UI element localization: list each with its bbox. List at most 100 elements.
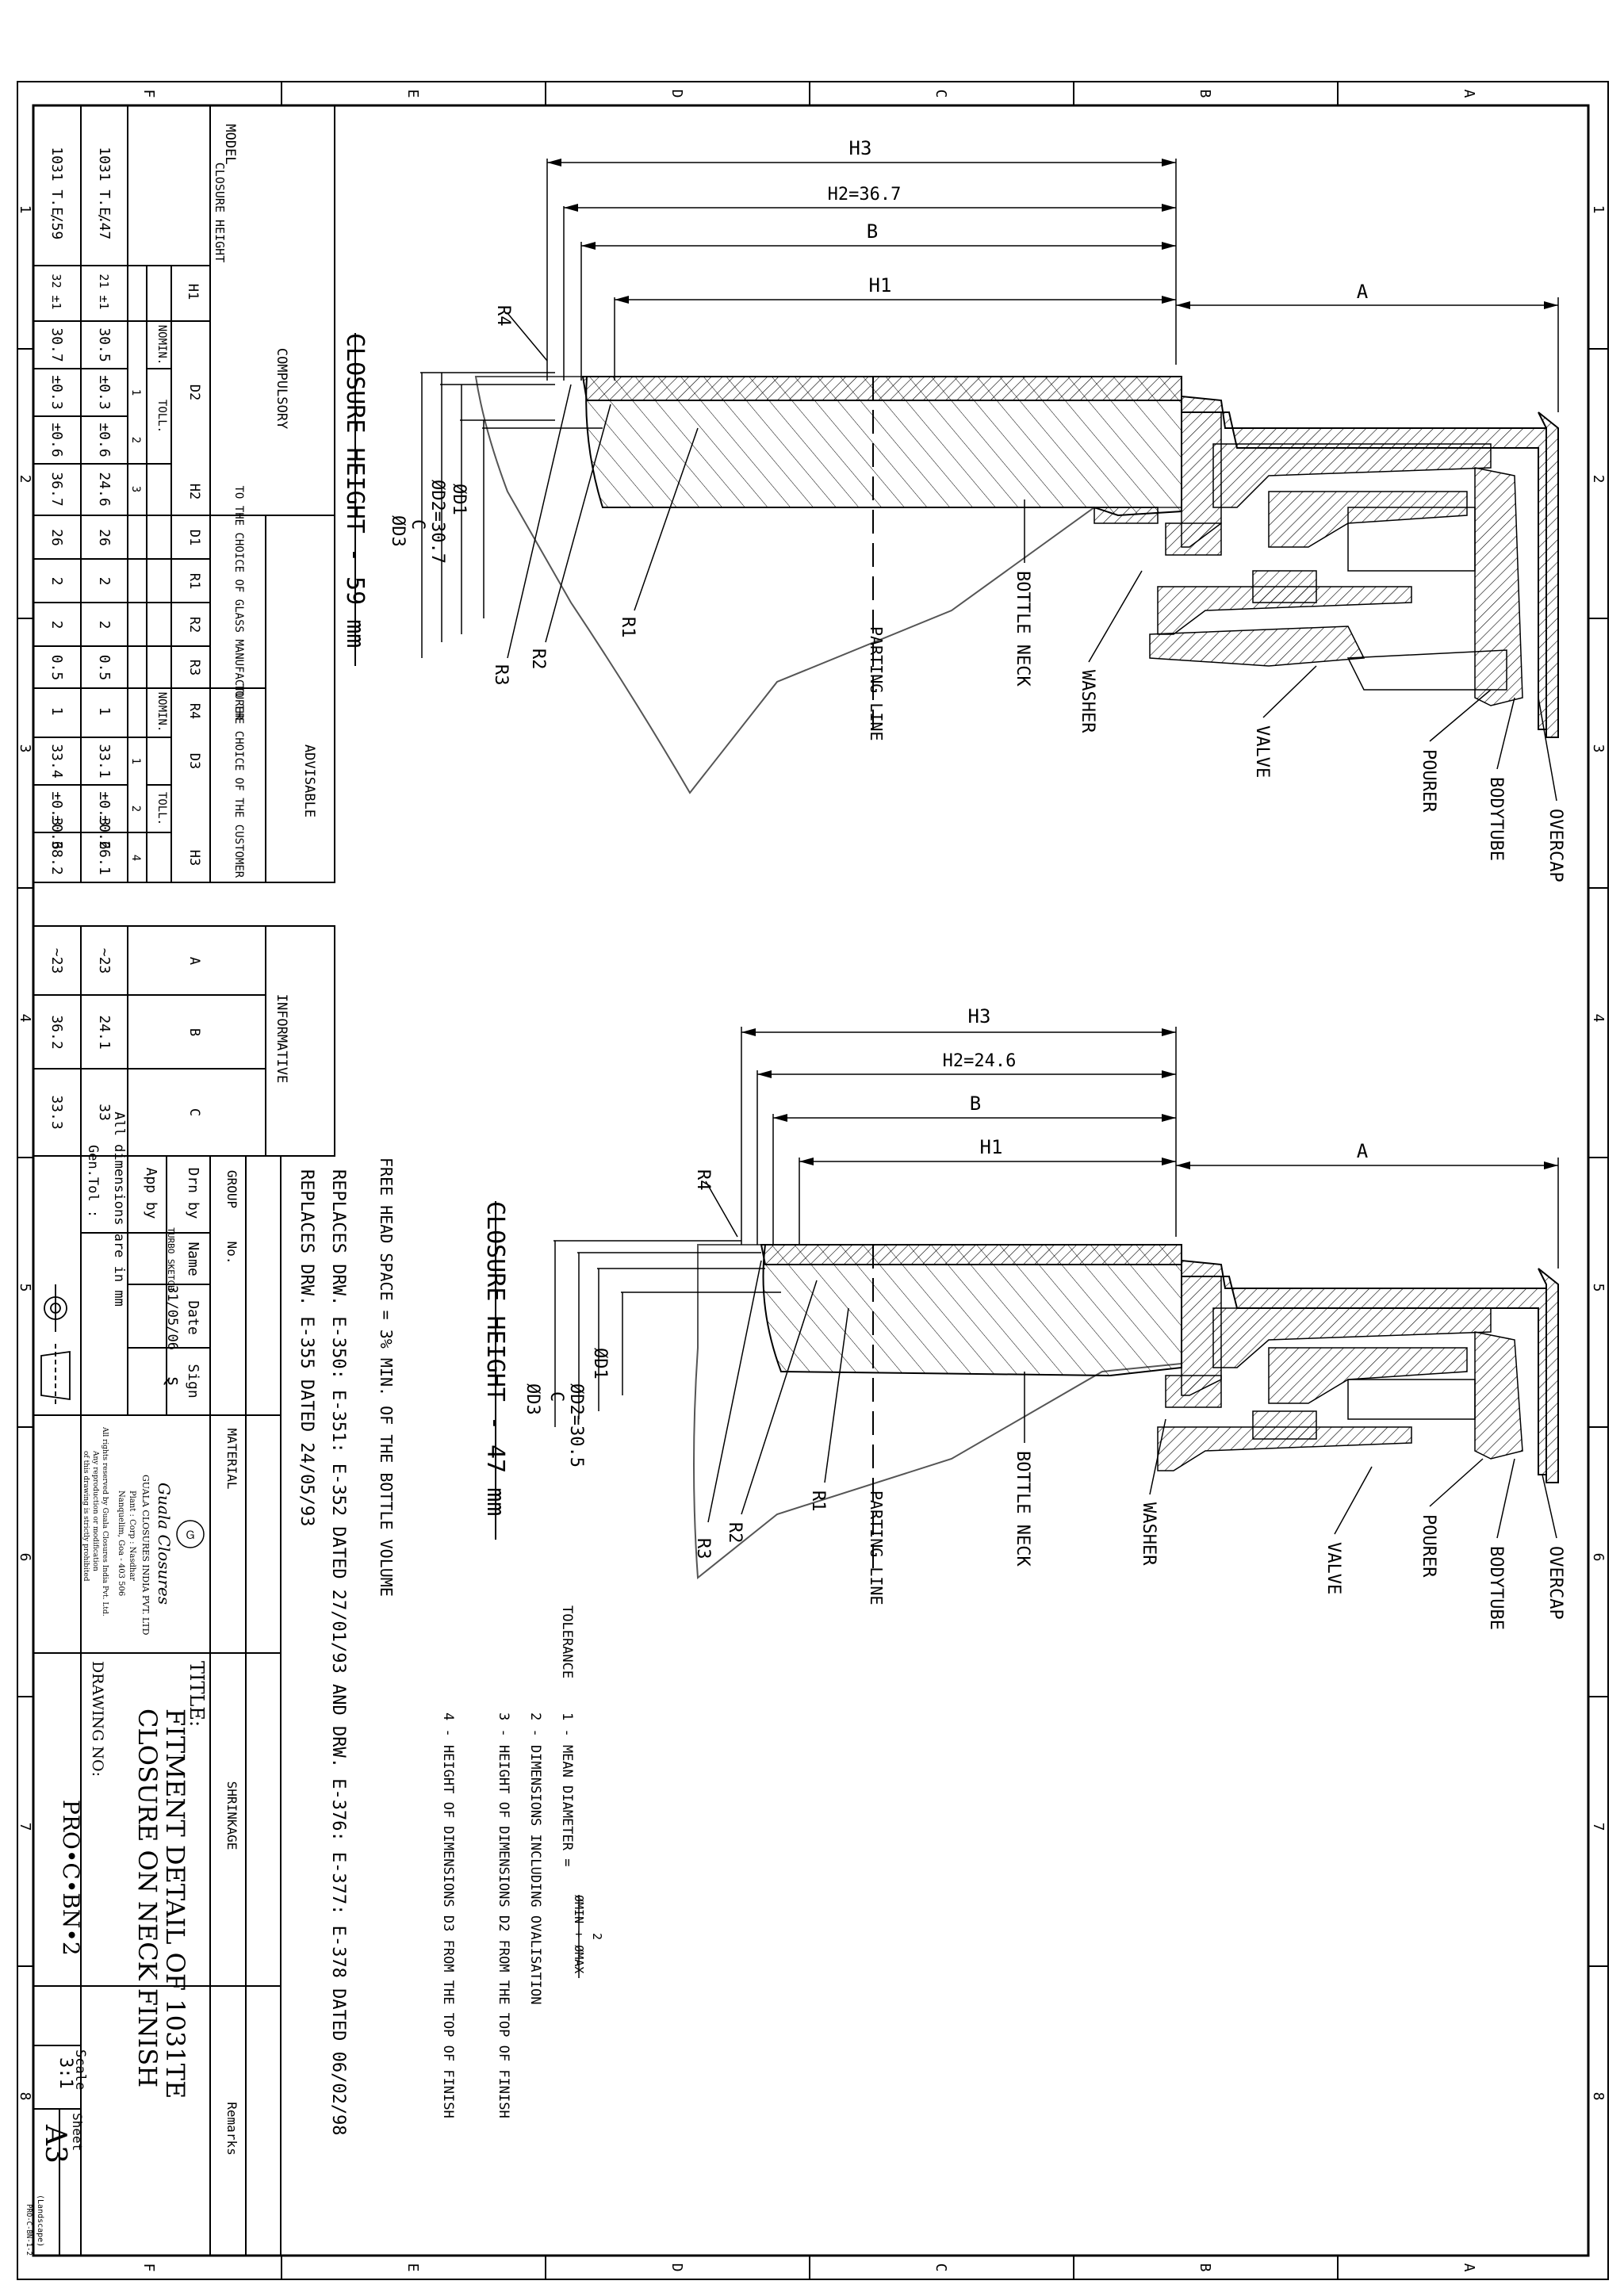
row2-d1: 26 — [48, 529, 65, 546]
drawing-title-line-1: FITMENT DETAIL OF 1031TE — [160, 1709, 190, 2099]
zone-number-4-right: 4 — [1590, 1014, 1607, 1023]
label-parting-top: PARTING LINE — [867, 626, 886, 741]
zone-letter-e-bottom: E — [404, 2263, 421, 2272]
row2-r3: 0.5 — [48, 655, 65, 681]
dim-a-bottom: A — [1357, 1140, 1369, 1162]
label-d2-top: ØD2=30.7 — [427, 480, 447, 564]
label-d3-bottom: ØD3 — [523, 1383, 542, 1415]
row2-d3-nom: 33.4 — [48, 744, 65, 778]
label-r4-bottom: R4 — [693, 1169, 713, 1191]
label-r3-top: R3 — [491, 664, 511, 686]
note-4: 4 - HEIGHT OF DIMENSIONS D3 FROM THE TOP… — [440, 1712, 456, 2118]
table-header-customer: TO THE CHOICE OF THE CUSTOMER — [232, 684, 245, 878]
tb-remarks: Remarks — [224, 2102, 239, 2155]
tb-sign: Sign — [185, 1364, 201, 1398]
tb-company: GUALA CLOSURES INDIA PVT. LTD — [140, 1475, 151, 1636]
tolerance-label: TOLERANCE — [559, 1605, 575, 1678]
dim-a-top: A — [1357, 281, 1369, 303]
row1-height: /47 — [96, 214, 113, 240]
row1-a: ~23 — [96, 948, 113, 974]
label-pourer-bottom: POURER — [1419, 1514, 1438, 1578]
tb-sheet-size: A3 — [39, 2124, 71, 2164]
company-logo-mark-icon: Ꮐ — [186, 1529, 195, 1542]
label-washer-top: WASHER — [1078, 670, 1097, 733]
note-2: 2 - DIMENSIONS INCLUDING OVALISATION — [527, 1712, 543, 2004]
zone-letter-a-bottom: A — [1461, 2263, 1477, 2272]
zone-letter-e: E — [404, 90, 421, 98]
dim-b-top: B — [867, 220, 878, 243]
table-index-d2-1: 1 — [129, 389, 142, 396]
table-header-informative: INFORMATIVE — [274, 994, 289, 1084]
label-r2-bottom: R2 — [725, 1522, 745, 1544]
zone-number-2-right: 2 — [1590, 475, 1607, 484]
dim-h2-top: H2=36.7 — [828, 185, 902, 205]
tb-title-label: TITLE: — [186, 1661, 208, 1727]
row2-height: /59 — [48, 214, 65, 240]
labels-59mm: CLOSURE HEIGHT - 59 mm H3 H2=36.7 B H1 A… — [341, 137, 1565, 882]
row1-r3: 0.5 — [96, 655, 113, 681]
table-header-compulsory: COMPULSORY — [274, 348, 289, 429]
label-c-top: C — [408, 519, 427, 530]
table-header-d3-toll: TOLL. — [155, 792, 168, 825]
tb-rights-2: Any reproduction or modification — [91, 1450, 99, 1571]
zone-number-6: 6 — [17, 1553, 33, 1562]
zone-number-5-right: 5 — [1590, 1284, 1607, 1292]
tb-company-logo-text: Guala Closures — [155, 1483, 174, 1605]
label-valve-bottom: VALVE — [1323, 1542, 1343, 1594]
tb-rights-1: All rights reserved by Guala Closures In… — [101, 1426, 109, 1617]
tb-landscape: (Landscape) — [36, 2195, 44, 2247]
label-r1-bottom: R1 — [808, 1490, 828, 1512]
zone-number-8: 8 — [17, 2092, 33, 2101]
tb-sheet-label: Sheet — [70, 2113, 85, 2151]
tb-scale-label: Scale — [72, 2049, 88, 2090]
company-logo: Ꮐ Guala Closures GUALA CLOSURES INDIA PV… — [82, 1426, 205, 1636]
tb-scale: 3:1 — [56, 2057, 75, 2089]
zone-number-8-right: 8 — [1590, 2092, 1607, 2101]
label-r3-bottom: R3 — [693, 1538, 713, 1559]
row2-h2: 36.7 — [48, 472, 65, 506]
row2-a: ~23 — [48, 948, 65, 974]
label-c-bottom: C — [546, 1391, 566, 1402]
dim-h2-bottom: H2=24.6 — [943, 1051, 1017, 1071]
tb-date: Date — [185, 1300, 201, 1334]
row2-d2-nom: 30.7 — [48, 327, 65, 362]
note-1-denominator: 2 — [590, 1933, 604, 1940]
row2-d2-tol2: ±0.6 — [48, 423, 65, 457]
row2-r1: 2 — [48, 577, 65, 586]
border-letters: F E D C B A F E D C B A — [140, 90, 1477, 2272]
zone-number-3: 3 — [17, 744, 33, 753]
title-block: GROUP No. MATERIAL SHRINKAGE Remarks Nam… — [25, 1112, 282, 2256]
zone-letter-a: A — [1461, 90, 1477, 98]
row1-h3: 26.1 — [96, 840, 113, 874]
dim-h3-top: H3 — [849, 137, 872, 159]
tb-address-2: Nanquelim, Goa - 403 506 — [117, 1490, 125, 1596]
label-r1-top: R1 — [618, 617, 638, 638]
label-overcap-top: OVERCAP — [1545, 809, 1565, 882]
label-d2-bottom: ØD2=30.5 — [566, 1383, 586, 1468]
tb-no: No. — [224, 1242, 239, 1265]
tb-rights-3: of this drawing is strictly prohibited — [82, 1451, 90, 1582]
row2-d3-tol1: ±0.3 — [48, 791, 65, 825]
label-r2-top: R2 — [528, 649, 548, 670]
row1-d3-tol1: ±0.3 — [96, 791, 113, 825]
label-washer-bottom: WASHER — [1139, 1502, 1159, 1566]
tb-drn-name: TURBO SKETCH — [166, 1227, 176, 1290]
row1-h2: 24.6 — [96, 472, 113, 506]
row2-model: 1031 T.E. — [48, 147, 65, 224]
label-r4-top: R4 — [493, 305, 513, 327]
cross-section-59mm — [420, 159, 1559, 794]
table-header-h2: H2 — [186, 484, 202, 499]
label-d1-top: ØD1 — [449, 484, 469, 515]
table-index-h3-4: 4 — [129, 855, 142, 861]
note-1: 1 - MEAN DIAMETER = — [559, 1712, 575, 1866]
zone-letter-c-bottom: C — [933, 2263, 949, 2272]
row1-r4: 1 — [96, 707, 113, 716]
row1-d1: 26 — [96, 529, 113, 546]
row2-r4: 1 — [48, 707, 65, 716]
table-header-r4: R4 — [186, 703, 202, 719]
row2-d2-tol1: ±0.3 — [48, 375, 65, 409]
table-header-d2: D2 — [186, 385, 202, 400]
zone-letter-b-bottom: B — [1197, 2263, 1213, 2272]
zone-number-7-right: 7 — [1590, 1823, 1607, 1831]
table-header-d1: D1 — [186, 530, 202, 545]
